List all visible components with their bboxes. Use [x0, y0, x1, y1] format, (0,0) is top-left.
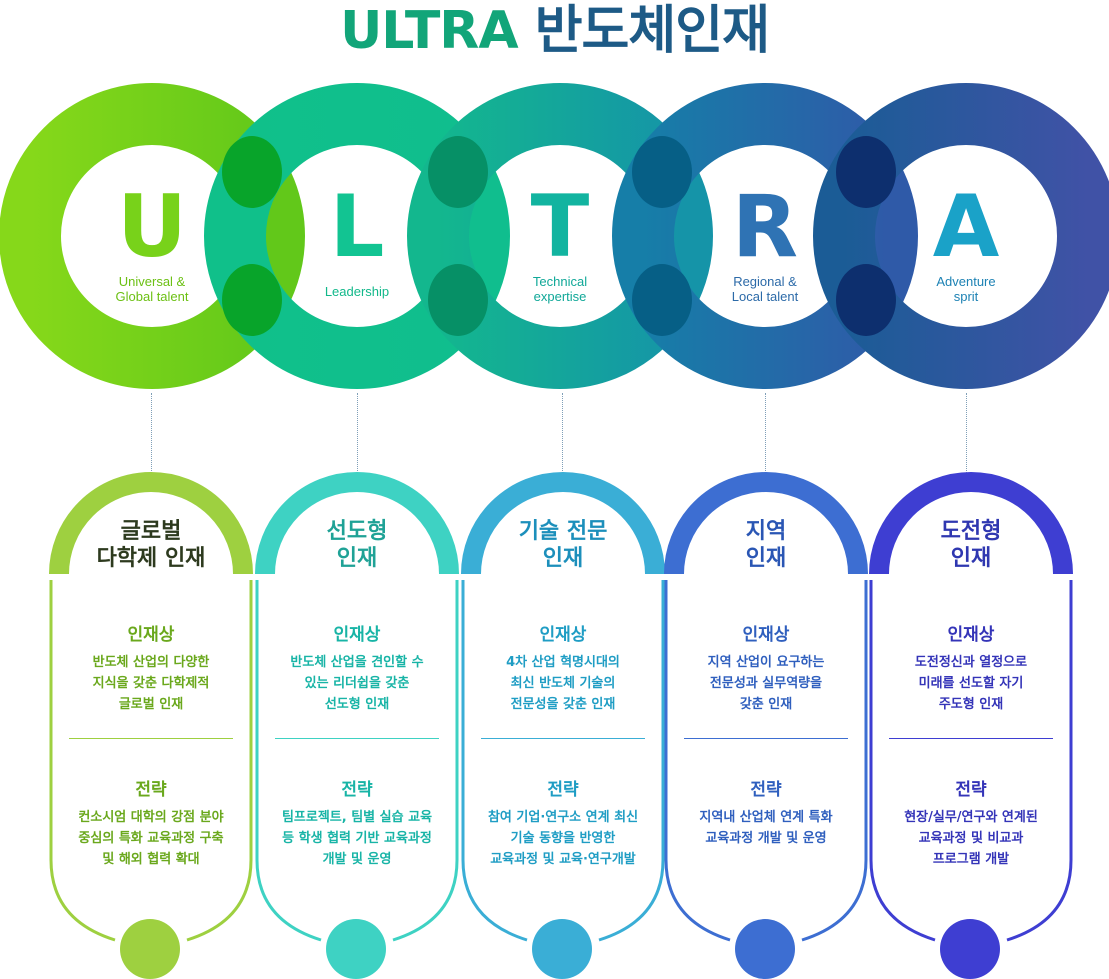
letter-t: T	[530, 177, 590, 277]
ultra-rings-graphic	[0, 83, 1109, 389]
card-technical-talent: 기술 전문 인재 인재상 4차 산업 혁명시대의 최신 반도체 기술의 전문성을…	[461, 470, 665, 979]
card-dot	[532, 919, 592, 979]
letter-l: L	[329, 177, 385, 277]
card-global-talent: 글로벌 다학제 인재 인재상 반도체 산업의 다양한 지식을 갖춘 다학제적 글…	[49, 470, 253, 979]
overlap-tr-top	[632, 136, 692, 208]
strategy-text: 지역내 산업체 연계 특화 교육과정 개발 및 운영	[699, 810, 833, 846]
profile-label: 인재상	[947, 625, 995, 645]
letter-l-block: L Leadership	[272, 182, 442, 299]
card-heading: 글로벌 다학제 인재	[96, 519, 206, 571]
letter-u-caption: Universal & Global talent	[115, 274, 189, 304]
letter-r-block: R Regional & Local talent	[680, 182, 850, 304]
card-heading: 도전형 인재	[940, 519, 1002, 571]
letter-u-block: U Universal & Global talent	[67, 182, 237, 304]
card-divider	[69, 738, 233, 739]
letter-u: U	[117, 177, 187, 277]
card-heading: 지역 인재	[745, 519, 787, 571]
overlap-lt-bottom	[428, 264, 488, 336]
card-dot	[735, 919, 795, 979]
overlap-ra-top	[836, 136, 896, 208]
letter-r-caption: Regional & Local talent	[731, 274, 799, 304]
card-divider	[889, 738, 1053, 739]
card-leading-talent: 선도형 인재 인재상 반도체 산업을 견인할 수 있는 리더쉽을 갖춘 선도형 …	[255, 470, 459, 979]
profile-text: 4차 산업 혁명시대의 최신 반도체 기술의 전문성을 갖춘 인재	[506, 655, 620, 712]
card-frame	[49, 472, 253, 942]
letter-a-block: A Adventure sprit	[881, 182, 1051, 304]
card-heading: 선도형 인재	[326, 519, 388, 571]
card-regional-talent: 지역 인재 인재상 지역 산업이 요구하는 전문성과 실무역량을 갖춘 인재 전…	[664, 470, 868, 979]
letter-t-block: T Technical expertise	[475, 182, 645, 304]
letter-r: R	[731, 177, 799, 277]
letter-a: A	[932, 177, 1000, 277]
strategy-label: 전략	[547, 780, 579, 800]
card-challenging-talent: 도전형 인재 인재상 도전정신과 열정으로 미래를 선도할 자기 주도형 인재 …	[869, 470, 1073, 979]
card-divider	[275, 738, 439, 739]
card-frame	[255, 472, 459, 942]
page-title: ULTRA 반도체인재	[0, 0, 1109, 62]
card-dot	[326, 919, 386, 979]
title-semiconductor-talent: 반도체인재	[534, 1, 770, 61]
strategy-label: 전략	[750, 780, 782, 800]
letter-t-caption: Technical expertise	[532, 274, 588, 304]
card-divider	[481, 738, 645, 739]
connector-t	[562, 393, 563, 473]
card-frame	[461, 472, 665, 942]
profile-text: 지역 산업이 요구하는 전문성과 실무역량을 갖춘 인재	[707, 655, 825, 712]
title-ultra: ULTRA	[340, 1, 519, 61]
strategy-label: 전략	[341, 780, 373, 800]
connector-a	[966, 393, 967, 473]
ring-r	[612, 83, 918, 389]
strategy-text: 팀프로젝트, 팀별 실습 교육 등 학생 협력 기반 교육과정 개발 및 운영	[281, 810, 433, 867]
profile-text: 반도체 산업을 견인할 수 있는 리더쉽을 갖춘 선도형 인재	[290, 655, 424, 712]
letter-l-caption: Leadership	[324, 284, 390, 299]
overlap-ra-bottom	[836, 264, 896, 336]
card-frame	[664, 472, 868, 942]
strategy-text: 컨소시엄 대학의 강점 분야 중심의 특화 교육과정 구축 및 해외 협력 확대	[78, 810, 224, 867]
profile-label: 인재상	[333, 625, 381, 645]
profile-text: 반도체 산업의 다양한 지식을 갖춘 다학제적 글로벌 인재	[92, 655, 210, 712]
connector-r	[765, 393, 766, 473]
profile-label: 인재상	[127, 625, 175, 645]
profile-label: 인재상	[742, 625, 790, 645]
strategy-text: 참여 기업·연구소 연계 최신 기술 동향을 반영한 교육과정 및 교육·연구개…	[487, 810, 639, 867]
overlap-tr-bottom	[632, 264, 692, 336]
letter-a-caption: Adventure sprit	[936, 274, 996, 304]
profile-text: 도전정신과 열정으로 미래를 선도할 자기 주도형 인재	[914, 655, 1028, 712]
profile-label: 인재상	[539, 625, 587, 645]
overlap-ul-bottom	[222, 264, 282, 336]
ring-t	[407, 83, 713, 389]
card-dot	[120, 919, 180, 979]
card-divider	[684, 738, 848, 739]
overlap-lt-top	[428, 136, 488, 208]
ring-a	[813, 83, 1109, 389]
strategy-label: 전략	[955, 780, 987, 800]
ring-l	[204, 83, 510, 389]
ring-u	[0, 83, 305, 389]
card-heading: 기술 전문 인재	[518, 519, 608, 571]
strategy-text: 현장/실무/연구와 연계된 교육과정 및 비교과 프로그램 개발	[904, 810, 1038, 867]
connector-l	[357, 393, 358, 473]
card-frame	[869, 472, 1073, 942]
overlap-ul-top	[222, 136, 282, 208]
strategy-label: 전략	[135, 780, 167, 800]
card-dot	[940, 919, 1000, 979]
connector-u	[151, 393, 152, 473]
